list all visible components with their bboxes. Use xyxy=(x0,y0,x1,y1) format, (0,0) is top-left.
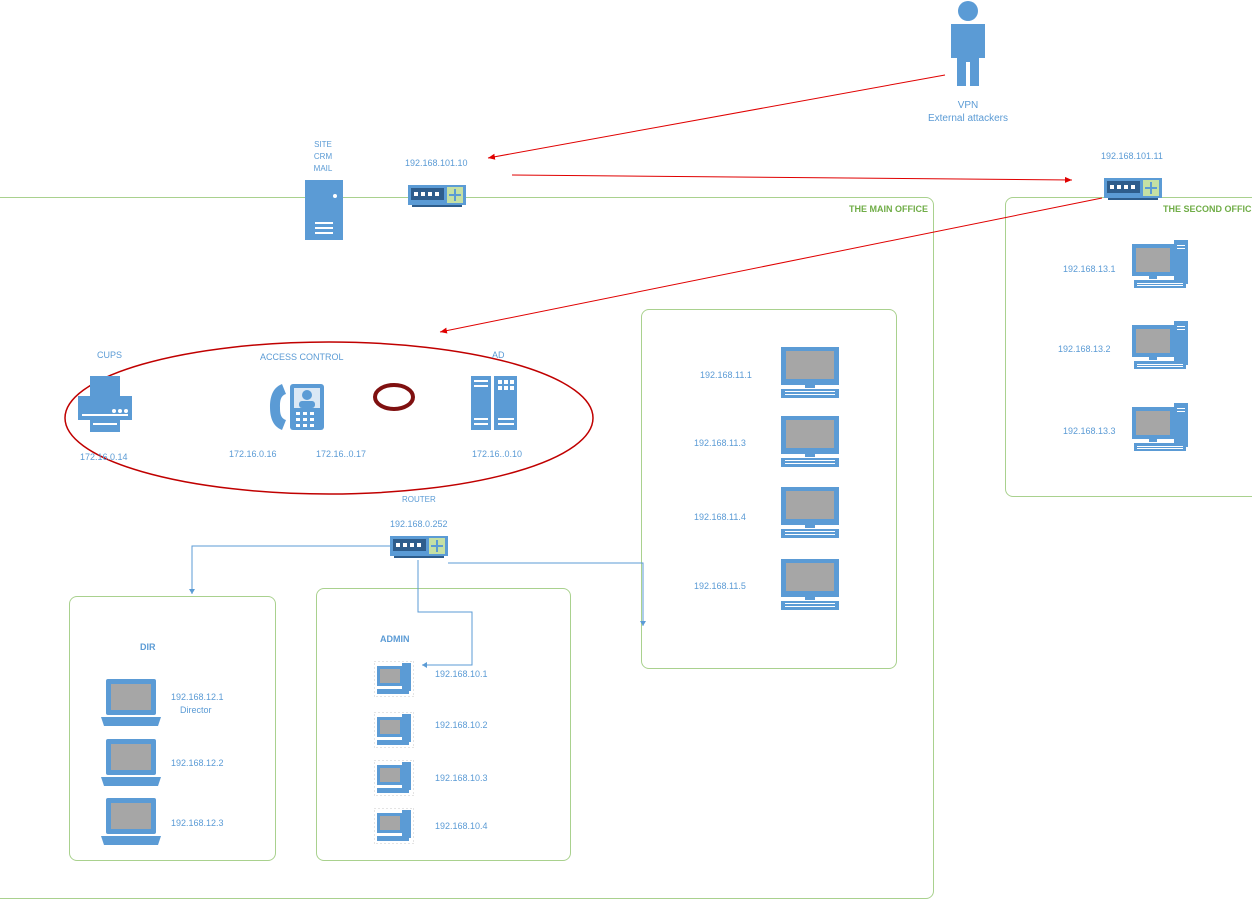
workstation-icon xyxy=(1132,240,1188,288)
admin-zone xyxy=(316,588,571,861)
desktop-icon xyxy=(781,487,839,538)
router-ip: 192.168.0.252 xyxy=(390,519,448,529)
lan11-zone xyxy=(641,309,897,669)
second-office-ip-3: 192.168.13.3 xyxy=(1063,426,1116,436)
laptop-icon xyxy=(101,798,161,845)
router-to-dir-line xyxy=(189,545,392,594)
desktop-icon xyxy=(781,416,839,467)
gateway-second-ip: 192.168.101.11 xyxy=(1101,151,1163,161)
dir-zone xyxy=(69,596,276,861)
admin-ip-1: 192.168.10.1 xyxy=(435,669,488,679)
laptop-icon xyxy=(101,679,161,726)
admin-ip-2: 192.168.10.2 xyxy=(435,720,488,730)
lan11-ip-2: 192.168.11.3 xyxy=(694,438,746,448)
workstation-icon xyxy=(1132,321,1188,369)
attack-target-marker xyxy=(373,383,415,411)
gateway-second-icon xyxy=(1104,178,1162,200)
router-to-lan11-line xyxy=(448,562,646,626)
critical-services-ellipse xyxy=(64,341,594,495)
admin-workstation-icon xyxy=(374,760,414,796)
admin-ip-4: 192.168.10.4 xyxy=(435,821,488,831)
workstation-icon xyxy=(1132,403,1188,451)
cups-label: CUPS xyxy=(97,350,123,360)
second-office-ip-2: 192.168.13.2 xyxy=(1058,344,1111,354)
server-label-1: SITE xyxy=(314,140,332,149)
desktop-icon xyxy=(781,559,839,610)
admin-ip-3: 192.168.10.3 xyxy=(435,773,488,783)
admin-workstation-icon xyxy=(374,712,414,748)
access-control-label: ACCESS CONTROL xyxy=(260,352,344,362)
lan11-ip-4: 192.168.11.5 xyxy=(694,581,746,591)
router-to-admin-line xyxy=(417,560,473,668)
admin-title: ADMIN xyxy=(380,634,410,644)
phone-intercom-icon xyxy=(270,384,324,430)
lan11-ip-1: 192.168.11.1 xyxy=(700,370,752,380)
laptop-icon xyxy=(101,739,161,786)
tunnel-arrow xyxy=(511,174,1073,183)
attack-arrow-vpn xyxy=(487,74,946,160)
access-control-ip2: 172.16..0.17 xyxy=(316,449,367,459)
dir-ip-2: 192.168.12.2 xyxy=(171,758,224,768)
gateway-main-icon xyxy=(408,185,466,207)
lan11-ip-3: 192.168.11.4 xyxy=(694,512,746,522)
second-office-ip-1: 192.168.13.1 xyxy=(1063,264,1116,274)
dir-ip-3: 192.168.12.3 xyxy=(171,818,224,828)
server-label-2: CRM xyxy=(313,152,333,161)
main-office-title: THE MAIN OFFICE xyxy=(849,204,928,214)
vpn-title: VPN xyxy=(957,100,979,111)
ad-ip: 172.16..0.10 xyxy=(472,449,523,459)
server-label-3: MAIL xyxy=(313,164,333,173)
admin-workstation-icon xyxy=(374,661,414,697)
person-icon xyxy=(951,1,985,86)
gateway-main-ip: 192.168.101.10 xyxy=(405,158,468,168)
admin-workstation-icon xyxy=(374,808,414,844)
second-office-title: THE SECOND OFFICE xyxy=(1163,204,1252,214)
server-icon xyxy=(305,180,343,240)
dir-title: DIR xyxy=(140,642,156,652)
attack-arrow-lan xyxy=(439,197,1103,334)
dir-ip-1: 192.168.12.1 xyxy=(171,692,224,702)
cups-ip: 172.16.0.14 xyxy=(80,452,128,462)
ad-label: AD xyxy=(492,350,505,360)
connection-lines xyxy=(64,74,1103,668)
directory-server-icon xyxy=(471,376,517,430)
access-control-ip1: 172.16.0.16 xyxy=(229,449,277,459)
desktop-icon xyxy=(781,347,839,398)
printer-icon xyxy=(78,376,132,432)
vpn-subtitle: External attackers xyxy=(927,113,1009,124)
router-label: ROUTER xyxy=(402,495,436,504)
router-icon xyxy=(390,536,448,558)
dir-note-1: Director xyxy=(180,705,212,715)
